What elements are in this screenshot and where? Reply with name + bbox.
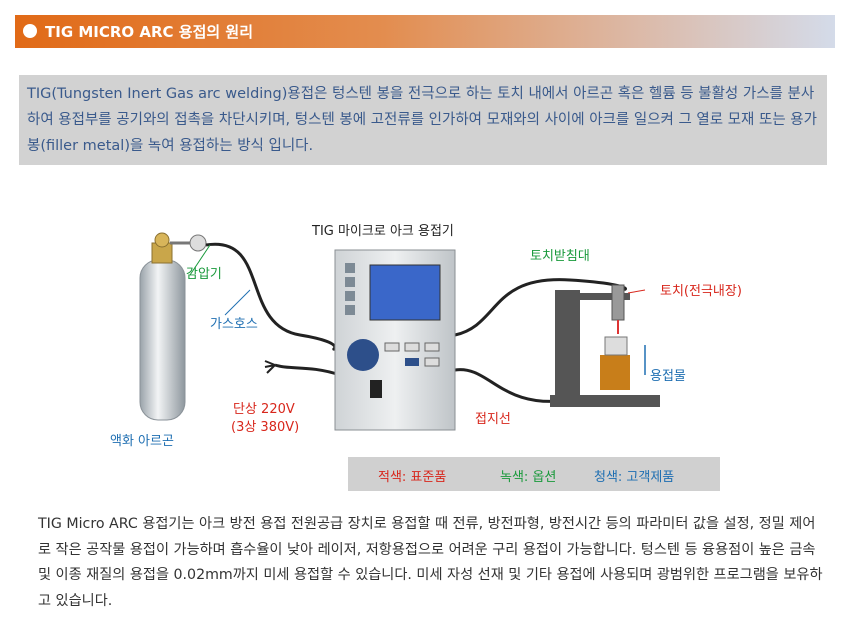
gas-hose-label: 가스호스 (210, 317, 258, 332)
section-title: TIG MICRO ARC 용접의 원리 (45, 23, 253, 41)
workpiece-label: 용접물 (650, 369, 686, 384)
color-legend: 적색: 표준품 녹색: 옵션 청색: 고객제품 (348, 457, 720, 491)
torch-label: 토치(전극내장) (660, 284, 742, 299)
welder-machine-icon (334, 249, 456, 431)
legend-red: 적색: 표준품 (378, 470, 447, 485)
legend-blue: 청색: 고객제품 (594, 470, 675, 485)
regulator-label: 감압기 (186, 267, 222, 282)
ground-label: 접지선 (475, 412, 511, 427)
welding-diagram: TIG 마이크로 아크 용접기 감압기 가스호스 액화 아르곤 단상 220V … (100, 215, 780, 495)
description-text: TIG Micro ARC 용접기는 아크 방전 용접 전원공급 장치로 용접할… (38, 516, 823, 609)
power-label-2: (3상 380V) (231, 420, 300, 435)
diagram-illustration (139, 232, 660, 431)
intro-box: TIG(Tungsten Inert Gas arc welding)용접은 텅… (19, 75, 827, 165)
power-label-1: 단상 220V (233, 402, 295, 417)
bullet-icon (23, 24, 37, 38)
cylinder-label: 액화 아르곤 (110, 434, 174, 449)
machine-title: TIG 마이크로 아크 용접기 (312, 224, 454, 239)
gas-cylinder-icon (139, 232, 207, 421)
intro-text: TIG(Tungsten Inert Gas arc welding)용접은 텅… (27, 86, 817, 154)
torch-stand-icon (550, 284, 660, 407)
torch-stand-label: 토치받침대 (530, 249, 590, 264)
legend-green: 녹색: 옵션 (500, 470, 557, 485)
section-header: TIG MICRO ARC 용접의 원리 (15, 15, 835, 48)
